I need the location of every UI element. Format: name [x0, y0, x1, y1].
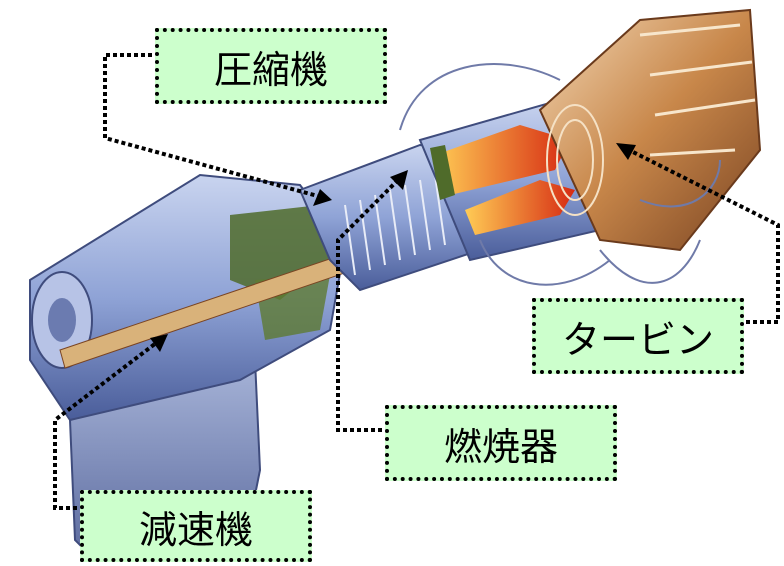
- leader-combustor: [336, 176, 402, 432]
- arrowhead-reducer: [150, 334, 168, 352]
- turbine-label: タービン: [532, 298, 744, 374]
- combustor-label: 燃焼器: [385, 405, 617, 481]
- combustor-flame-upper: [435, 125, 570, 195]
- compressor-label-text: 圧縮機: [213, 47, 328, 92]
- arrowhead-turbine: [616, 143, 636, 160]
- arrowheads: [150, 143, 636, 352]
- combustor-flame-lower: [465, 180, 575, 235]
- leader-turbine: [624, 146, 780, 324]
- arrowhead-compressor: [313, 189, 332, 206]
- arrowhead-combustor: [390, 170, 408, 190]
- turbine-casing: [538, 8, 762, 252]
- compressor-label: 圧縮機: [155, 28, 387, 104]
- compressor-blades: [344, 174, 446, 276]
- gearbox-hub: [48, 298, 76, 342]
- combustor-green-ring: [430, 145, 455, 200]
- leader-reducer: [53, 338, 162, 510]
- engine-illustration: [29, 8, 762, 562]
- external-piping: [399, 63, 721, 286]
- reducer-label: 減速機: [80, 490, 312, 562]
- combustor-label-text: 燃焼器: [443, 424, 558, 469]
- leader-lines: [53, 53, 780, 510]
- reducer-label-text: 減速機: [138, 507, 253, 552]
- turbine-rotor: [546, 104, 604, 216]
- turbine-exhaust-bands: [639, 23, 756, 157]
- leader-compressor: [103, 53, 326, 200]
- turbine-label-text: タービン: [561, 317, 714, 362]
